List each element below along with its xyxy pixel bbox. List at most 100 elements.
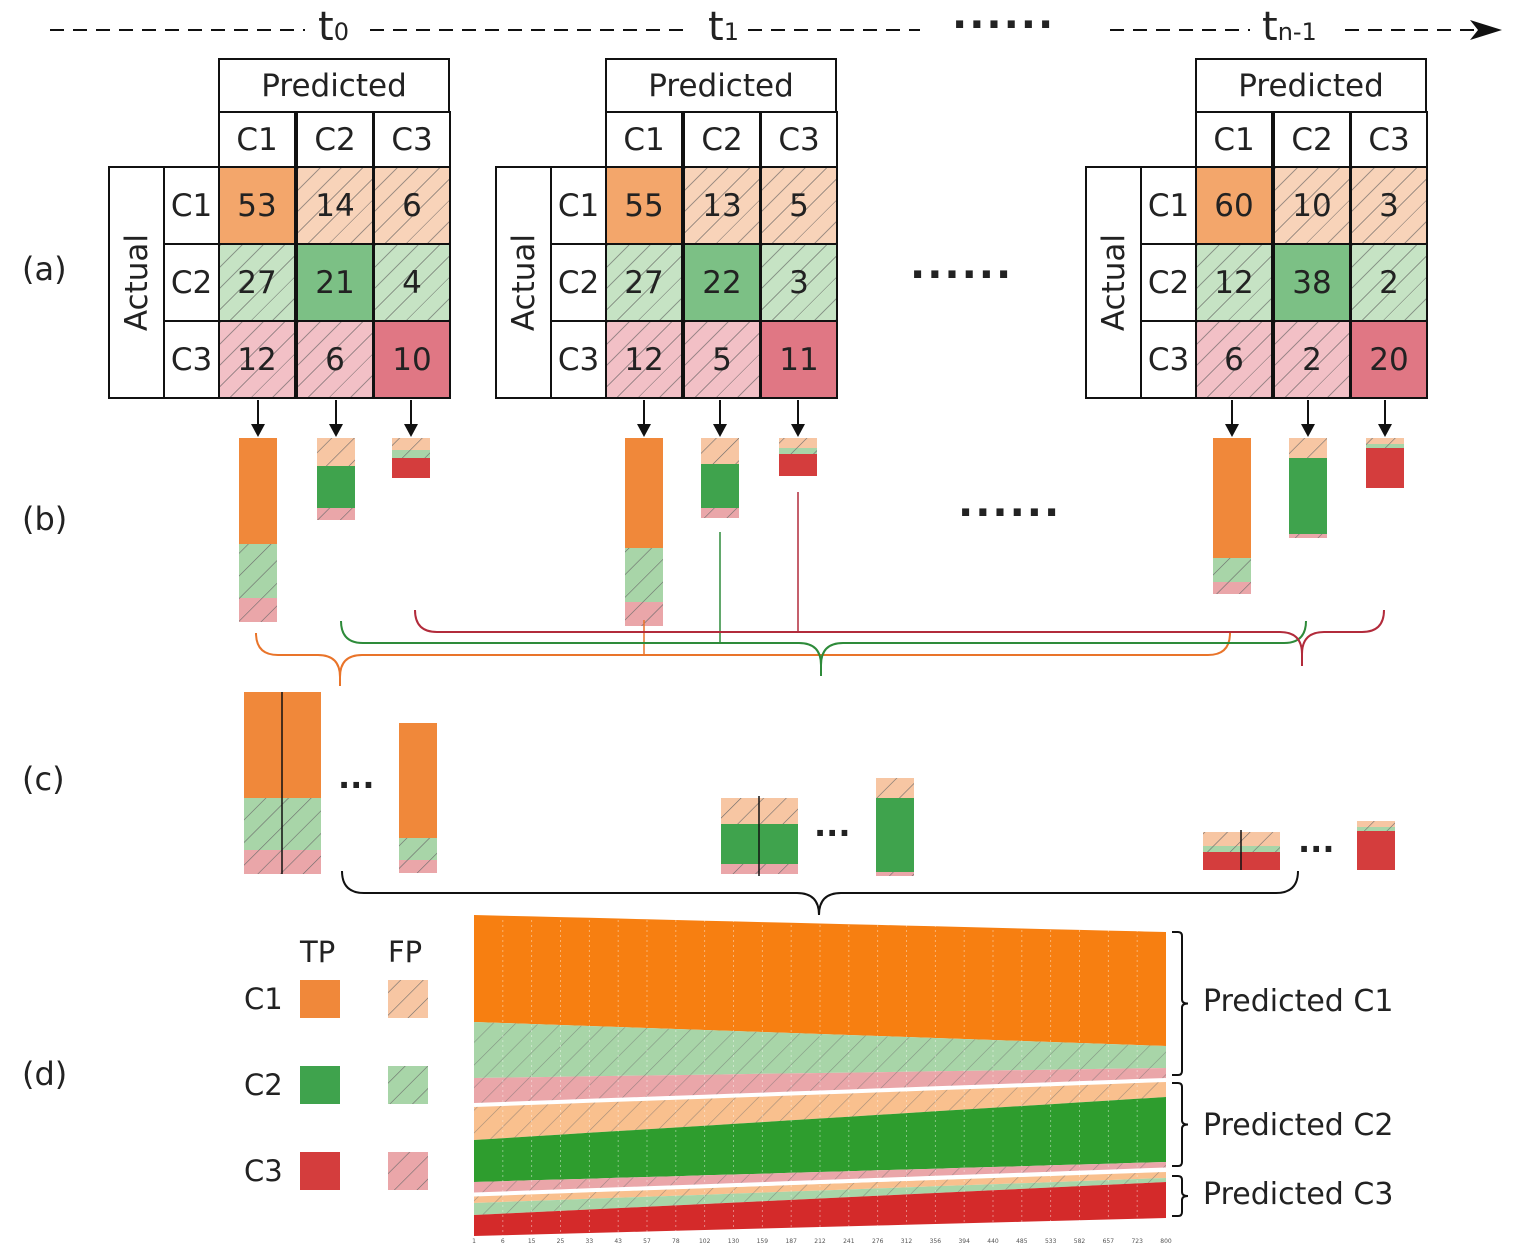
matrix-cell: 5: [683, 320, 761, 399]
matrix-cell: 2: [1273, 320, 1351, 399]
actual-label: Actual: [505, 233, 542, 332]
legend-tp-swatch-c2: [300, 1066, 340, 1104]
bar-hatch: [759, 864, 798, 874]
row-header-c1: C1: [550, 166, 607, 245]
bar-segment: [399, 723, 437, 838]
down-arrow-head-icon: [1225, 424, 1239, 437]
stream-label-brackets: [1172, 931, 1189, 1217]
col-header-c1: C1: [605, 111, 683, 168]
bar-hatch: [317, 508, 355, 520]
bar-hatch: [1213, 582, 1251, 594]
x-tick-label: 187: [785, 1238, 797, 1245]
bar-hatch: [392, 438, 430, 450]
bracket-predicted-c1: [1172, 931, 1189, 1076]
t0-letter: t: [318, 4, 334, 50]
bar-b-1-c3: [779, 438, 817, 476]
row-header-c3: C3: [163, 320, 220, 399]
bar-segment: [282, 692, 321, 798]
bar-hatch: [876, 872, 914, 876]
bar-b-0-c2: [317, 438, 355, 520]
tn-label: tn-1: [1262, 4, 1317, 50]
row-header-c3: C3: [1140, 320, 1197, 399]
t0-label: t0: [318, 4, 349, 50]
x-tick-label: 15: [528, 1238, 536, 1245]
actual-header: Actual: [495, 166, 552, 399]
bar-segment: [625, 438, 663, 548]
x-tick-label: 582: [1074, 1238, 1086, 1245]
ellipsis-matrices: ······: [910, 252, 1014, 298]
predicted-header: Predicted: [1195, 58, 1427, 113]
bar-hatch: [876, 778, 914, 798]
bar-segment: [1203, 852, 1241, 870]
bar-segment: [392, 458, 430, 478]
timeline: [50, 20, 1502, 40]
bar-b-0-c3: [392, 438, 430, 478]
matrix-cell: 27: [218, 243, 296, 322]
bar-hatch: [317, 438, 355, 466]
matrix-cell: 12: [1195, 243, 1273, 322]
legend-fp-header: FP: [388, 935, 423, 969]
bar-hatch: [399, 860, 437, 873]
x-tick-label: 533: [1045, 1238, 1057, 1245]
bar-b-2-c3: [1366, 438, 1404, 488]
actual-label: Actual: [1095, 233, 1132, 332]
bar-segment: [1357, 831, 1395, 870]
down-arrow-head-icon: [404, 424, 418, 437]
down-arrow-head-icon: [791, 424, 805, 437]
stream-label-c2: Predicted C2: [1203, 1108, 1394, 1143]
x-tick-label: 1: [472, 1238, 476, 1245]
matrix-cell: 60: [1195, 166, 1273, 245]
bar-c-c3-b: [1241, 832, 1280, 870]
col-header-c3: C3: [1350, 111, 1428, 168]
legend-fp-hatch-c2: [388, 1066, 428, 1104]
row-header-c1: C1: [1140, 166, 1197, 245]
down-arrow-head-icon: [329, 424, 343, 437]
bar-hatch: [701, 508, 739, 518]
matrix-cell: 10: [1273, 166, 1351, 245]
matrix-cell: 10: [373, 320, 451, 399]
bar-segment: [1213, 438, 1251, 558]
matrix-cell: 4: [373, 243, 451, 322]
predicted-header: Predicted: [605, 58, 837, 113]
ellipsis-bars: ······: [958, 490, 1062, 536]
bar-hatch: [1203, 846, 1241, 852]
matrix-cell: 12: [605, 320, 683, 399]
brace-red: [414, 609, 1385, 655]
legend-swatches: [300, 980, 428, 1190]
bar-hatch: [779, 438, 817, 448]
matrix-cell: 13: [683, 166, 761, 245]
matrix-cell: 38: [1273, 243, 1351, 322]
x-tick-label: 159: [757, 1238, 769, 1245]
col-header-c1: C1: [218, 111, 296, 168]
x-tick-label: 276: [872, 1238, 884, 1245]
connector-braces: [255, 609, 1385, 916]
x-tick-label: 102: [699, 1238, 711, 1245]
bar-hatch: [282, 850, 321, 874]
stream-label-c3: Predicted C3: [1203, 1177, 1394, 1212]
bar-hatch: [282, 798, 321, 850]
x-tick-label: 723: [1131, 1238, 1143, 1245]
row-header-c2: C2: [550, 243, 607, 322]
bracket-predicted-c3: [1172, 1175, 1189, 1217]
matrix-cell: 20: [1350, 320, 1428, 399]
bar-segment: [239, 438, 277, 544]
brace-orange: [255, 632, 1231, 678]
bar-hatch: [244, 850, 282, 874]
bar-hatch: [779, 448, 817, 454]
bar-b-2-c2: [1289, 438, 1327, 538]
brace-green: [340, 620, 1307, 666]
matrix-cell: 14: [296, 166, 374, 245]
down-arrow-head-icon: [637, 424, 651, 437]
bar-hatch: [701, 438, 739, 464]
t1-sub: 1: [723, 18, 739, 46]
bar-c-c2-b: [759, 798, 798, 874]
bar-hatch: [1213, 558, 1251, 582]
x-tick-label: 394: [958, 1238, 970, 1245]
col-header-c2: C2: [1273, 111, 1351, 168]
legend-c1-label: C1: [244, 982, 283, 1016]
bar-c-c1-a: [244, 692, 282, 874]
matrix-cell: 6: [1195, 320, 1273, 399]
tn-sub: n-1: [1277, 18, 1317, 46]
